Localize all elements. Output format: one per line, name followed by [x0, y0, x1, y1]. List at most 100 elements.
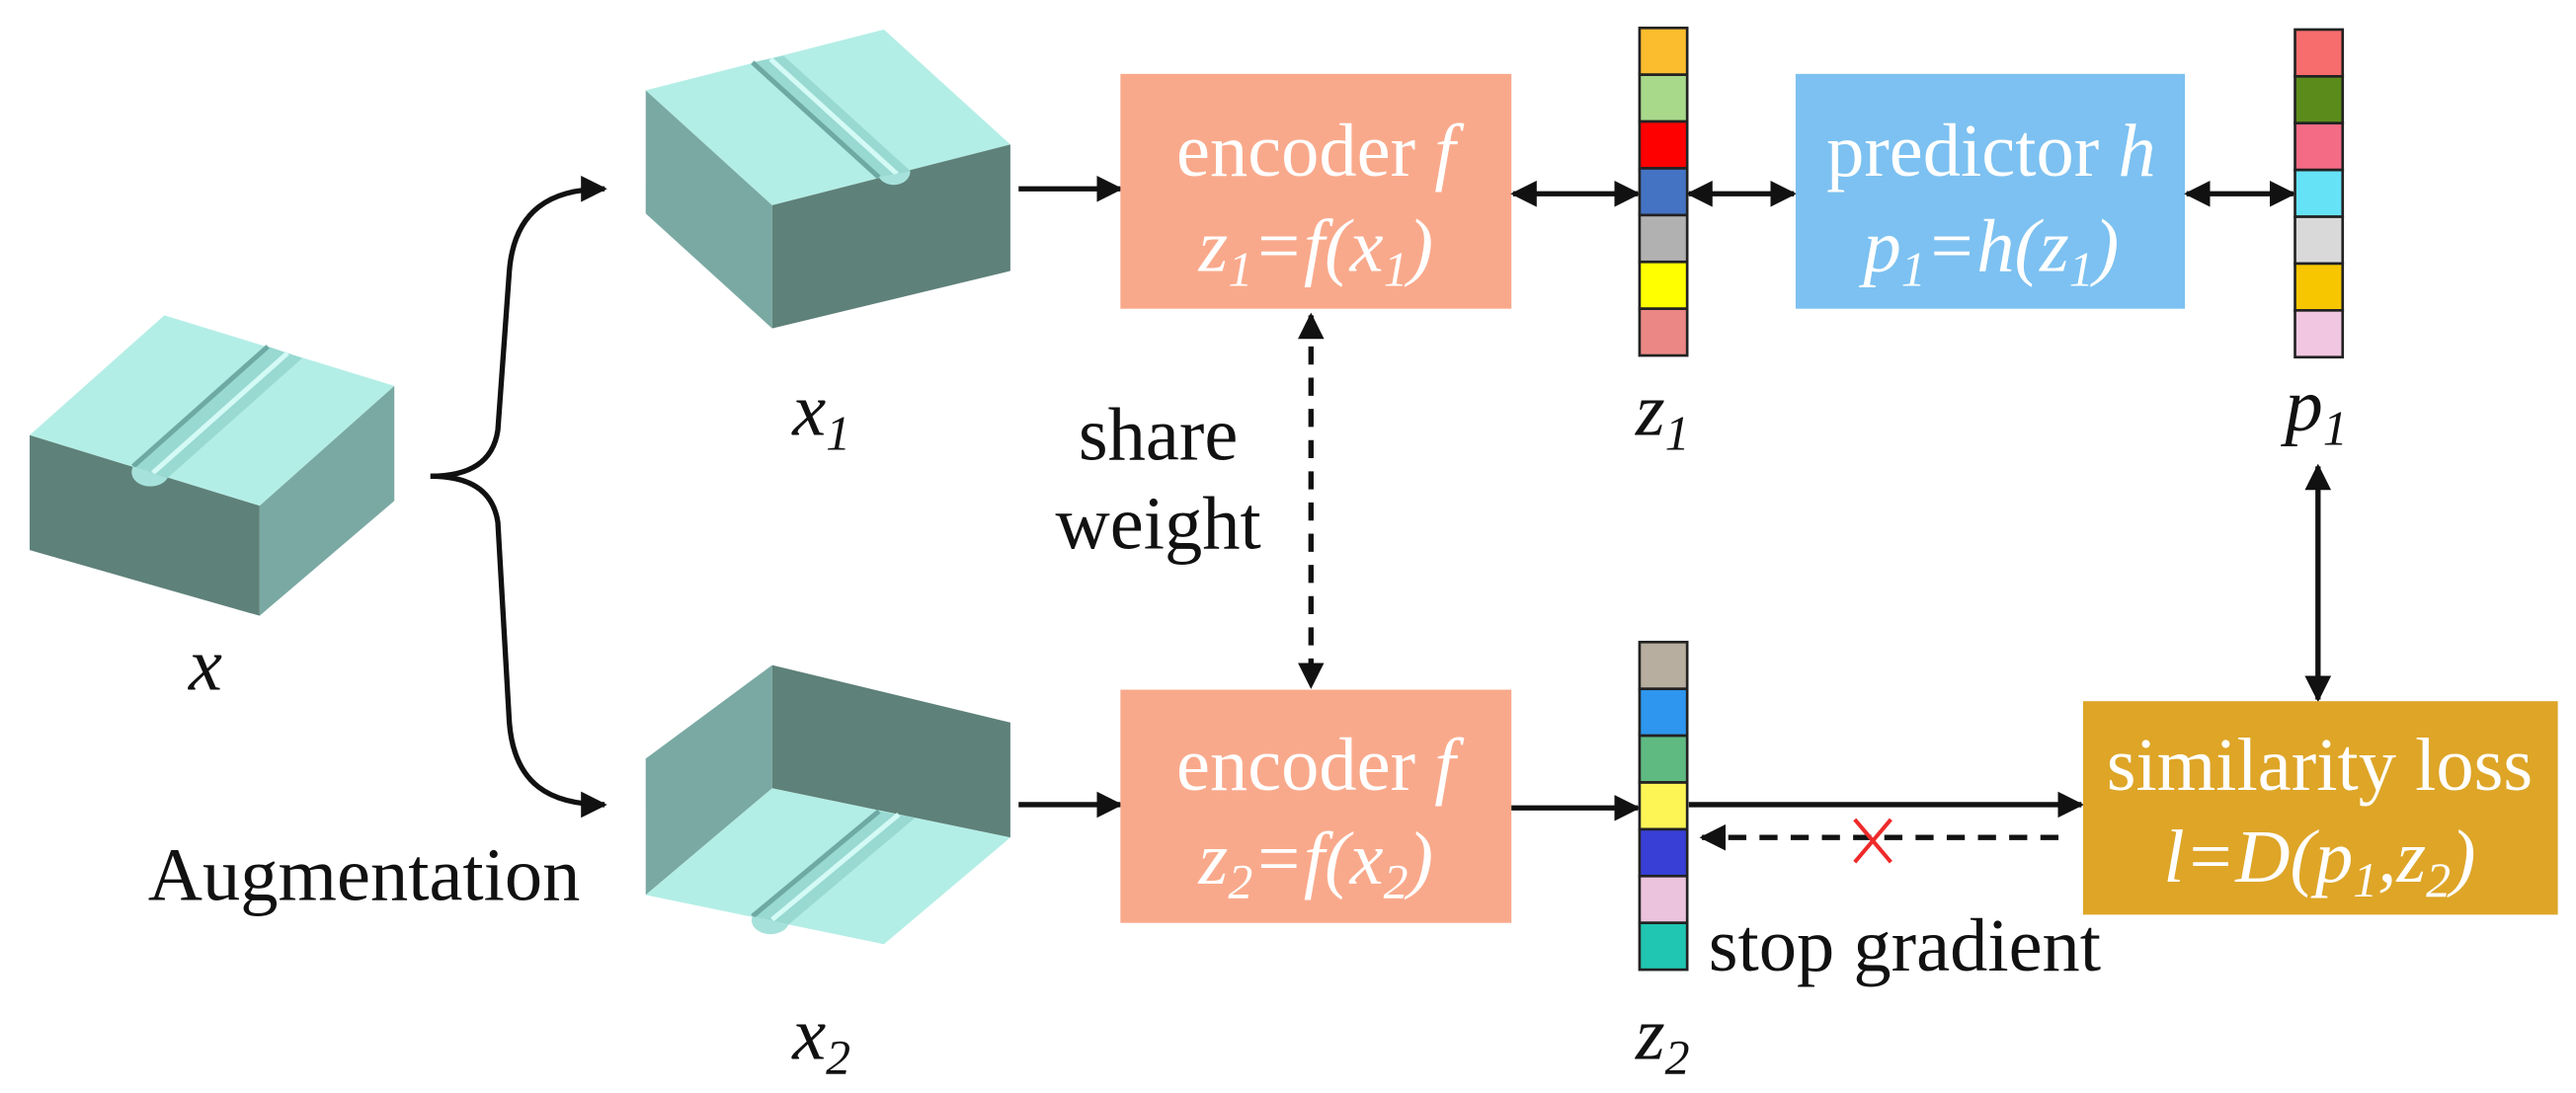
- label-x2: x2: [791, 992, 850, 1085]
- block-x1-left-face: [645, 90, 772, 329]
- formula-part: ): [1405, 817, 1433, 900]
- label-x2-base: x: [791, 992, 826, 1076]
- block-x2-groove-wall: [751, 809, 881, 918]
- block-x-left-face: [30, 434, 260, 616]
- z2-vector-cell: [1638, 734, 1689, 784]
- formula-subscript: 2: [1384, 855, 1409, 909]
- block-x1-right-face: [771, 144, 1010, 329]
- label-z2: z2: [1635, 992, 1690, 1085]
- z2-vector-cell: [1638, 921, 1689, 972]
- formula-subscript: 1: [2069, 242, 2094, 296]
- block-x2-left-face: [645, 664, 772, 896]
- label-x: x: [188, 623, 222, 707]
- block-x-groove-wall: [131, 345, 270, 469]
- block-x2-right-face: [771, 664, 1010, 838]
- p1-vector-cell: [2294, 121, 2345, 172]
- z1-vector-cell: [1638, 73, 1689, 123]
- similarity-loss-formula: l=D(p1,z2): [2163, 815, 2475, 907]
- label-p1: p1: [2281, 363, 2348, 456]
- cross-stroke: [1853, 818, 1892, 864]
- p1-vector-cell: [2294, 28, 2345, 78]
- predictor-formula: p1=h(z1): [1858, 203, 2119, 296]
- similarity-loss-title: similarity loss: [2107, 723, 2533, 807]
- augmentation-branch-top-arrow: [430, 175, 607, 479]
- z1-vector: [1638, 26, 1689, 357]
- share-weight-label-line2: weight: [1056, 481, 1261, 565]
- stop-gradient-cross-icon: [1853, 818, 1892, 864]
- formula-subscript: 2: [2426, 853, 2451, 907]
- encoder-bottom-box: [1120, 689, 1512, 923]
- formula-part: l=D(p: [2163, 815, 2353, 898]
- z2-vector-cell: [1638, 687, 1689, 738]
- augmentation-label: Augmentation: [148, 832, 581, 916]
- formula-subscript: 1: [1901, 242, 1926, 296]
- z1-vector-cell: [1638, 26, 1689, 77]
- formula-part: ): [2090, 203, 2119, 287]
- label-p1-subscript: 1: [2323, 402, 2348, 456]
- formula-subscript: 1: [2353, 853, 2377, 907]
- formula-subscript: 2: [1228, 855, 1252, 909]
- formula-subscript: 1: [1228, 242, 1252, 296]
- formula-part: =h(z: [1926, 203, 2069, 287]
- predictor-box: [1795, 73, 2186, 309]
- predictor-var: h: [2118, 109, 2155, 193]
- z1-vector-cell: [1638, 307, 1689, 357]
- formula-part: ,z: [2377, 815, 2426, 898]
- block-x-right-face: [259, 385, 395, 616]
- encoder-top-title: encoder f: [1176, 109, 1465, 193]
- z2-vector-cell: [1638, 874, 1689, 925]
- z2-vector: [1638, 640, 1689, 972]
- block-x-groove-highlight: [151, 351, 289, 475]
- share-weight-label-line1: share: [1079, 393, 1238, 477]
- label-z1: z1: [1635, 368, 1690, 461]
- block-x-groove-notch: [131, 466, 168, 487]
- formula-part: z: [1198, 817, 1229, 900]
- predictor-name: predictor: [1826, 109, 2099, 193]
- formula-part: =f(x: [1252, 203, 1383, 287]
- formula-part: =f(x: [1252, 817, 1383, 900]
- label-x2-subscript: 2: [826, 1031, 850, 1085]
- block-x1-groove-highlight: [768, 57, 899, 177]
- z2-vector-cell: [1638, 640, 1689, 691]
- p1-vector-cell: [2294, 215, 2345, 266]
- block-x1-groove-notch: [878, 170, 911, 186]
- p1-vector: [2294, 28, 2345, 359]
- encoder-bottom-formula: z2=f(x2): [1198, 817, 1433, 909]
- formula-subscript: 1: [1384, 242, 1409, 296]
- z2-vector-cell: [1638, 781, 1689, 831]
- formula-part: z: [1198, 203, 1229, 287]
- encoder-bottom-name: encoder: [1176, 723, 1415, 807]
- augmentation-branch-bottom-arrow: [430, 473, 607, 819]
- formula-part: p: [1858, 203, 1900, 287]
- block-x1-groove-wall: [751, 60, 881, 180]
- z2-vector-cell: [1638, 827, 1689, 878]
- p1-vector-cell: [2294, 75, 2345, 125]
- encoder-top-box: [1120, 73, 1512, 309]
- similarity-loss-box: [2082, 701, 2558, 915]
- block-x2-groove-highlight: [770, 813, 901, 922]
- encoder-top-formula: z1=f(x1): [1198, 203, 1433, 296]
- z1-vector-cell: [1638, 213, 1689, 264]
- stop-gradient-label: stop gradient: [1709, 903, 2101, 987]
- z1-vector-cell: [1638, 260, 1689, 311]
- input-block-x: [30, 315, 395, 616]
- encoder-bottom-title: encoder f: [1176, 723, 1465, 807]
- p1-vector-cell: [2294, 262, 2345, 312]
- z1-vector-cell: [1638, 119, 1689, 170]
- augmented-block-x2: [645, 664, 1010, 945]
- p1-vector-cell: [2294, 309, 2345, 359]
- z1-vector-cell: [1638, 167, 1689, 217]
- augmented-block-x1: [645, 29, 1010, 329]
- block-x2-groove-notch: [751, 916, 789, 935]
- label-z1-base: z: [1635, 368, 1665, 452]
- predictor-title: predictor h: [1826, 109, 2156, 193]
- label-x1: x1: [791, 368, 850, 461]
- label-z2-base: z: [1635, 992, 1665, 1076]
- p1-vector-cell: [2294, 168, 2345, 218]
- formula-part: ): [2447, 815, 2475, 898]
- label-z1-subscript: 1: [1665, 407, 1690, 461]
- label-x1-subscript: 1: [826, 407, 850, 461]
- label-p1-base: p: [2281, 363, 2323, 447]
- encoder-top-name: encoder: [1176, 109, 1415, 193]
